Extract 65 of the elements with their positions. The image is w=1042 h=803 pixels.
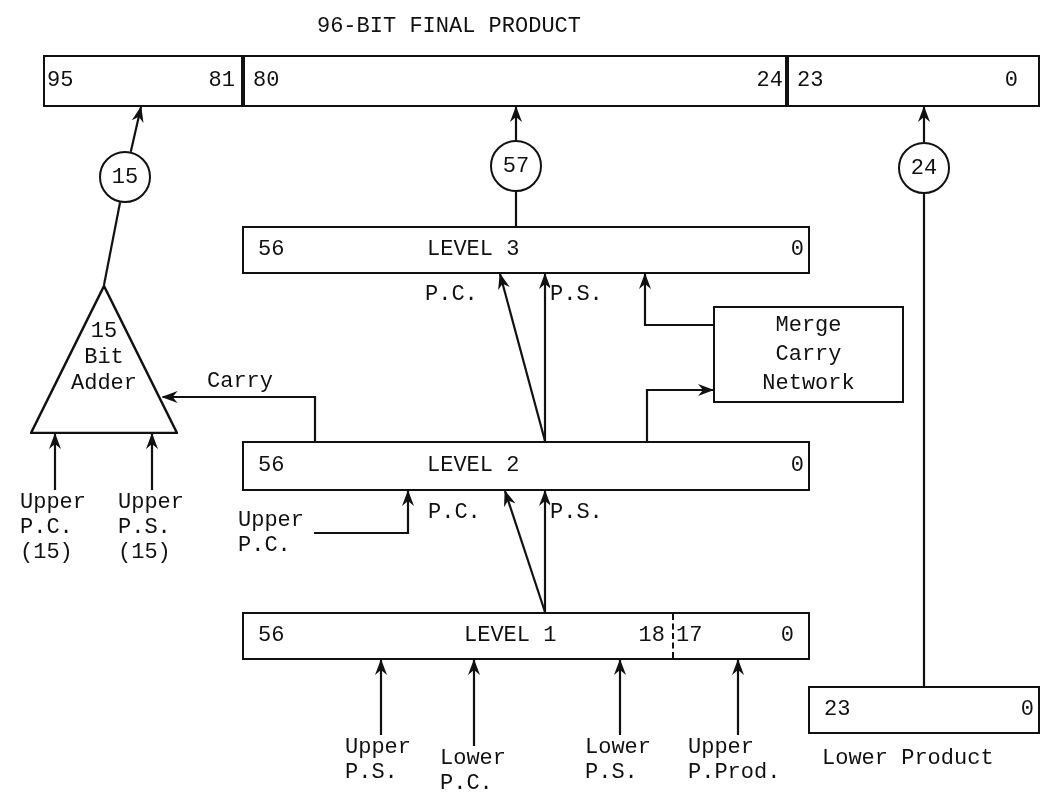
edge-label: Carry [207,371,273,393]
bit-number: 95 [47,67,74,95]
input-label: Lower P.C. [440,746,507,796]
connector-line [102,202,122,286]
network-label: Merge Carry Network [761,312,856,398]
bit-number: 0 [790,452,804,480]
arrow [468,659,480,746]
arrow [918,106,930,142]
arrow [161,391,317,441]
bit-number: 24 [756,67,783,95]
bit-count: 24 [910,155,938,181]
input-label: Upper P.C. (15) [20,490,87,565]
bit-count: 15 [111,164,139,190]
bit-number: 17 [676,622,703,650]
input-label: Upper P.S. [345,735,412,785]
arrow [539,490,551,612]
level-name: LEVEL 1 [464,622,557,650]
arrow [146,433,158,490]
bit-number: 0 [1004,67,1018,95]
arrow [639,273,713,327]
arrow [614,659,626,735]
diagram-title: 96-BIT FINAL PRODUCT [315,14,582,39]
adder-label: 15 Bit Adder [70,319,138,397]
adder-level-box [242,612,810,660]
connector-line [514,192,518,226]
adder-level-box [242,441,810,491]
bus-width-circle [99,151,151,203]
register-caption: Lower Product [822,746,994,771]
bit-number: 56 [258,452,285,480]
network-box [713,306,904,403]
register-segment [787,55,1040,107]
bit-number: 0 [790,236,804,264]
bit-number: 18 [638,622,665,650]
arrow [503,490,547,613]
arrow [732,659,744,735]
bit-number: 23 [824,696,851,724]
input-label: Upper P.Prod. [688,735,782,785]
level-name: LEVEL 2 [427,452,520,480]
bit-number: 80 [253,67,280,95]
bit-number: 56 [258,622,285,650]
input-label: Upper P.C. [238,508,305,558]
bit-number: 56 [258,236,285,264]
bus-width-circle [490,140,542,192]
bit-number: 0 [1020,696,1034,724]
arrow [645,384,714,441]
bus-width-circle [898,142,950,194]
bit-number: 0 [780,622,794,650]
arrow [129,106,144,152]
adder-level-box [242,226,810,274]
bit-number: 81 [208,67,235,95]
register-box [808,686,1040,734]
bit-number: 23 [797,67,824,95]
arrow [539,273,551,441]
level-name: LEVEL 3 [427,236,520,264]
input-label: Lower P.S. [585,735,652,785]
bit-count: 57 [502,153,530,179]
connector-line [922,194,926,686]
register-segment [243,55,787,107]
arrow [314,490,414,535]
arrow [375,659,387,735]
arrow [510,106,522,140]
input-label: Upper P.S. (15) [118,490,185,565]
arrow [49,433,61,490]
register-segment [43,55,243,107]
arrow [498,273,547,442]
